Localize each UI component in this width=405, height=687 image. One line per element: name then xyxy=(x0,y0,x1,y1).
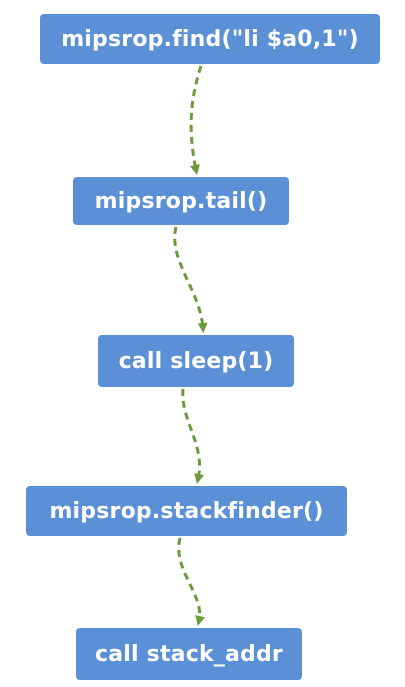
flow-node-find: mipsrop.find("li $a0,1") xyxy=(40,14,380,64)
flow-node-label: mipsrop.find("li $a0,1") xyxy=(61,26,359,52)
flow-node-sleep: call sleep(1) xyxy=(98,335,294,387)
flow-node-label: mipsrop.tail() xyxy=(94,188,268,214)
flow-node-label: call stack_addr xyxy=(95,641,283,667)
arrow-4 xyxy=(177,537,205,626)
flow-node-label: call sleep(1) xyxy=(118,348,274,374)
flow-node-tail: mipsrop.tail() xyxy=(73,177,289,225)
flow-node-label: mipsrop.stackfinder() xyxy=(49,498,324,524)
arrow-3 xyxy=(181,388,205,484)
arrow-1 xyxy=(189,65,203,175)
flow-node-stack-addr: call stack_addr xyxy=(76,628,302,680)
flow-node-stackfinder: mipsrop.stackfinder() xyxy=(26,486,347,536)
arrow-2 xyxy=(173,226,208,333)
